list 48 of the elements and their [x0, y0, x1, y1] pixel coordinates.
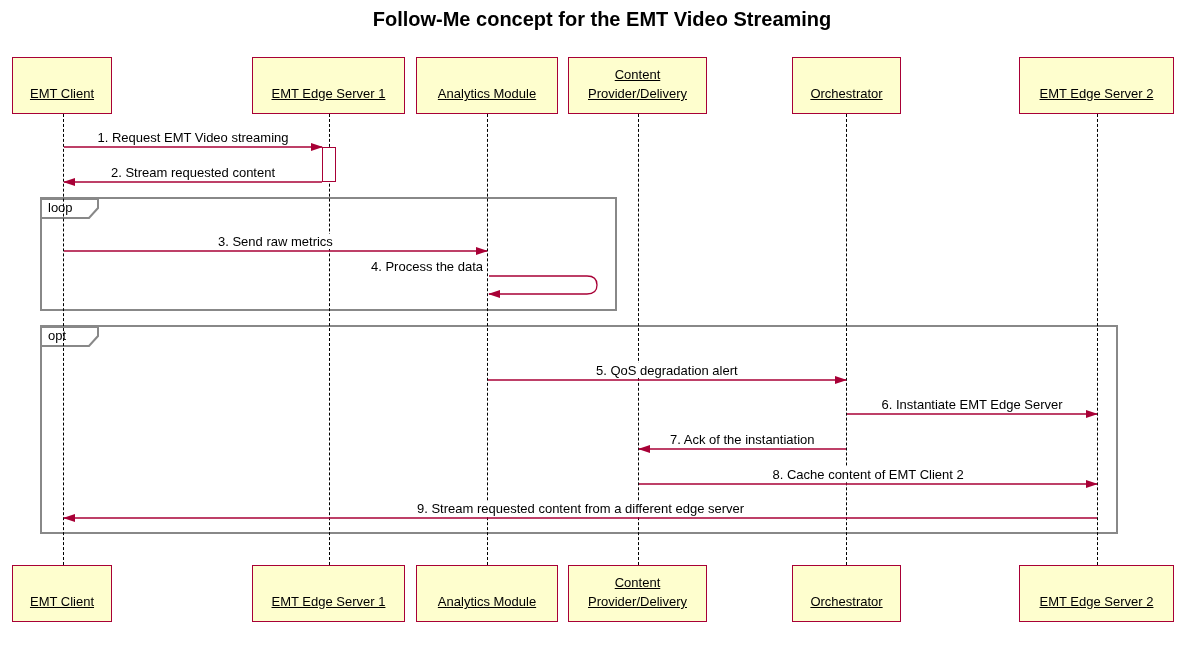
edge-label: 2. Stream requested content: [109, 165, 278, 180]
participant-box: [12, 565, 112, 622]
participant-box: [568, 57, 707, 114]
participant-name: EMT Edge Server 1: [271, 593, 386, 611]
activation-bar: [322, 147, 336, 182]
participant-name: Analytics Module: [437, 593, 537, 611]
edge-label: 1. Request EMT Video streaming: [95, 130, 291, 145]
participant-box: [252, 565, 405, 622]
fragment-label: opt: [48, 328, 67, 343]
participant-name: Orchestrator: [810, 593, 883, 611]
message-arrow: [638, 480, 1098, 488]
participant-name: Analytics Module: [437, 85, 537, 103]
participant-name: Content Provider/Delivery: [587, 574, 688, 611]
message-arrow: [488, 275, 598, 298]
participant-box: [792, 57, 901, 114]
participant-name: EMT Client: [29, 85, 95, 103]
message-arrow: [63, 247, 488, 255]
message-arrow: [487, 376, 847, 384]
participant-box: [568, 565, 707, 622]
participant-name: EMT Edge Server 2: [1039, 85, 1154, 103]
participant-name: EMT Edge Server 2: [1039, 593, 1154, 611]
participant-name: EMT Edge Server 1: [271, 85, 386, 103]
participant-box: [252, 57, 405, 114]
diagram-title: Follow-Me concept for the EMT Video Streaming: [371, 8, 833, 31]
participant-box: [416, 565, 558, 622]
participant-name: EMT Client: [29, 593, 95, 611]
participant-name: Content Provider/Delivery: [587, 66, 688, 103]
message-arrow: [846, 410, 1098, 418]
message-arrow: [63, 143, 323, 151]
fragment-label: loop: [48, 200, 73, 215]
participant-box: [12, 57, 112, 114]
message-arrow: [638, 445, 847, 453]
edge-label: 5. QoS degradation alert: [594, 363, 740, 378]
edge-label: 3. Send raw metrics: [216, 234, 335, 249]
message-arrow: [63, 514, 1098, 522]
participant-box: [416, 57, 558, 114]
edge-label: 9. Stream requested content from a different edge server: [415, 501, 747, 516]
edge-label: 7. Ack of the instantiation: [668, 432, 817, 447]
participant-box: [1019, 57, 1174, 114]
lifeline: [1097, 114, 1099, 565]
edge-label: 6. Instantiate EMT Edge Server: [879, 397, 1065, 412]
participant-box: [792, 565, 901, 622]
participant-box: [1019, 565, 1174, 622]
participant-name: Orchestrator: [810, 85, 883, 103]
edge-label: 4. Process the data: [369, 259, 485, 274]
lifeline: [63, 114, 65, 565]
message-arrow: [63, 178, 323, 186]
edge-label: 8. Cache content of EMT Client 2: [770, 467, 966, 482]
